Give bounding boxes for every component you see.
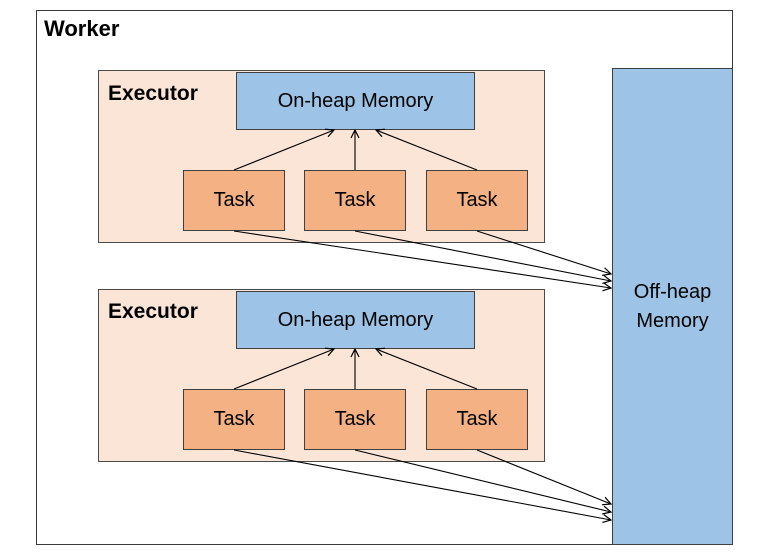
executor-1-title: Executor [108, 82, 198, 105]
executor-2-on-heap-memory: On-heap Memory [236, 291, 475, 349]
arrow-e2-task2-to-offheap [354, 449, 611, 512]
executor-2-task-3: Task [426, 389, 528, 450]
arrow-e2-task3-to-offheap [476, 449, 611, 504]
arrow-e2-task1-to-onheap [233, 349, 334, 390]
arrow-e1-task3-to-offheap [476, 230, 611, 274]
arrow-e1-task3-to-onheap [376, 130, 478, 171]
arrow-e1-task1-to-onheap [233, 130, 334, 171]
executor-2-task-1: Task [183, 389, 285, 450]
arrow-e1-task1-to-offheap [233, 230, 611, 288]
off-heap-memory-label: Off-heap Memory [612, 278, 733, 336]
arrow-e2-task3-to-onheap [376, 349, 478, 390]
executor-1-on-heap-memory: On-heap Memory [236, 72, 475, 130]
executor-1-task-2: Task [304, 170, 406, 231]
off-heap-label-line2: Memory [636, 310, 709, 332]
executor-2-task-2: Task [304, 389, 406, 450]
executor-1-task-1: Task [183, 170, 285, 231]
executor-1-task-3: Task [426, 170, 528, 231]
off-heap-label-line1: Off-heap [633, 281, 712, 303]
arrow-e2-task1-to-offheap [233, 449, 611, 520]
arrow-e1-task2-to-offheap [354, 230, 611, 281]
executor-2-title: Executor [108, 300, 198, 323]
off-heap-memory [612, 68, 733, 545]
worker-title: Worker [44, 16, 120, 41]
